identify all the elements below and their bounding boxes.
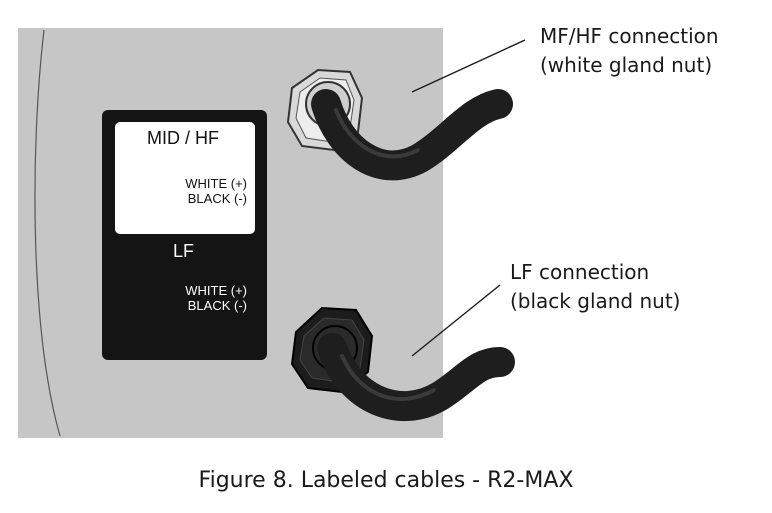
mf-hf-cable-highlight: [334, 108, 420, 159]
panel-edge-curve: [34, 29, 61, 437]
lf-title: LF: [173, 241, 194, 261]
lf-callout-line1: LF connection: [510, 260, 649, 284]
lf-callout-line2: (black gland nut): [510, 289, 680, 313]
mf-hf-cable-assembly: [286, 68, 513, 181]
mid-hf-title: MID / HF: [147, 128, 219, 148]
lf-leader-line: [411, 284, 501, 357]
mid-hf-window: [115, 122, 255, 234]
lf-cable-highlight: [340, 354, 436, 401]
mid-hf-black-label: BLACK (-): [188, 191, 247, 206]
mf-hf-callout-line2: (white gland nut): [540, 53, 712, 77]
lf-white-label: WHITE (+): [185, 283, 247, 298]
label-plate: MID / HF WHITE (+) BLACK (-) LF WHITE (+…: [102, 110, 267, 360]
mf-hf-callout-line1: MF/HF connection: [540, 24, 719, 48]
lf-black-label: BLACK (-): [188, 298, 247, 313]
lf-cable: [317, 333, 515, 422]
mid-hf-white-label: WHITE (+): [185, 176, 247, 191]
figure-caption: Figure 8. Labeled cables - R2-MAX: [198, 468, 574, 493]
mf-hf-cable: [311, 89, 513, 181]
lf-cable-assembly: [290, 306, 515, 422]
mf-hf-leader-line: [411, 39, 526, 93]
